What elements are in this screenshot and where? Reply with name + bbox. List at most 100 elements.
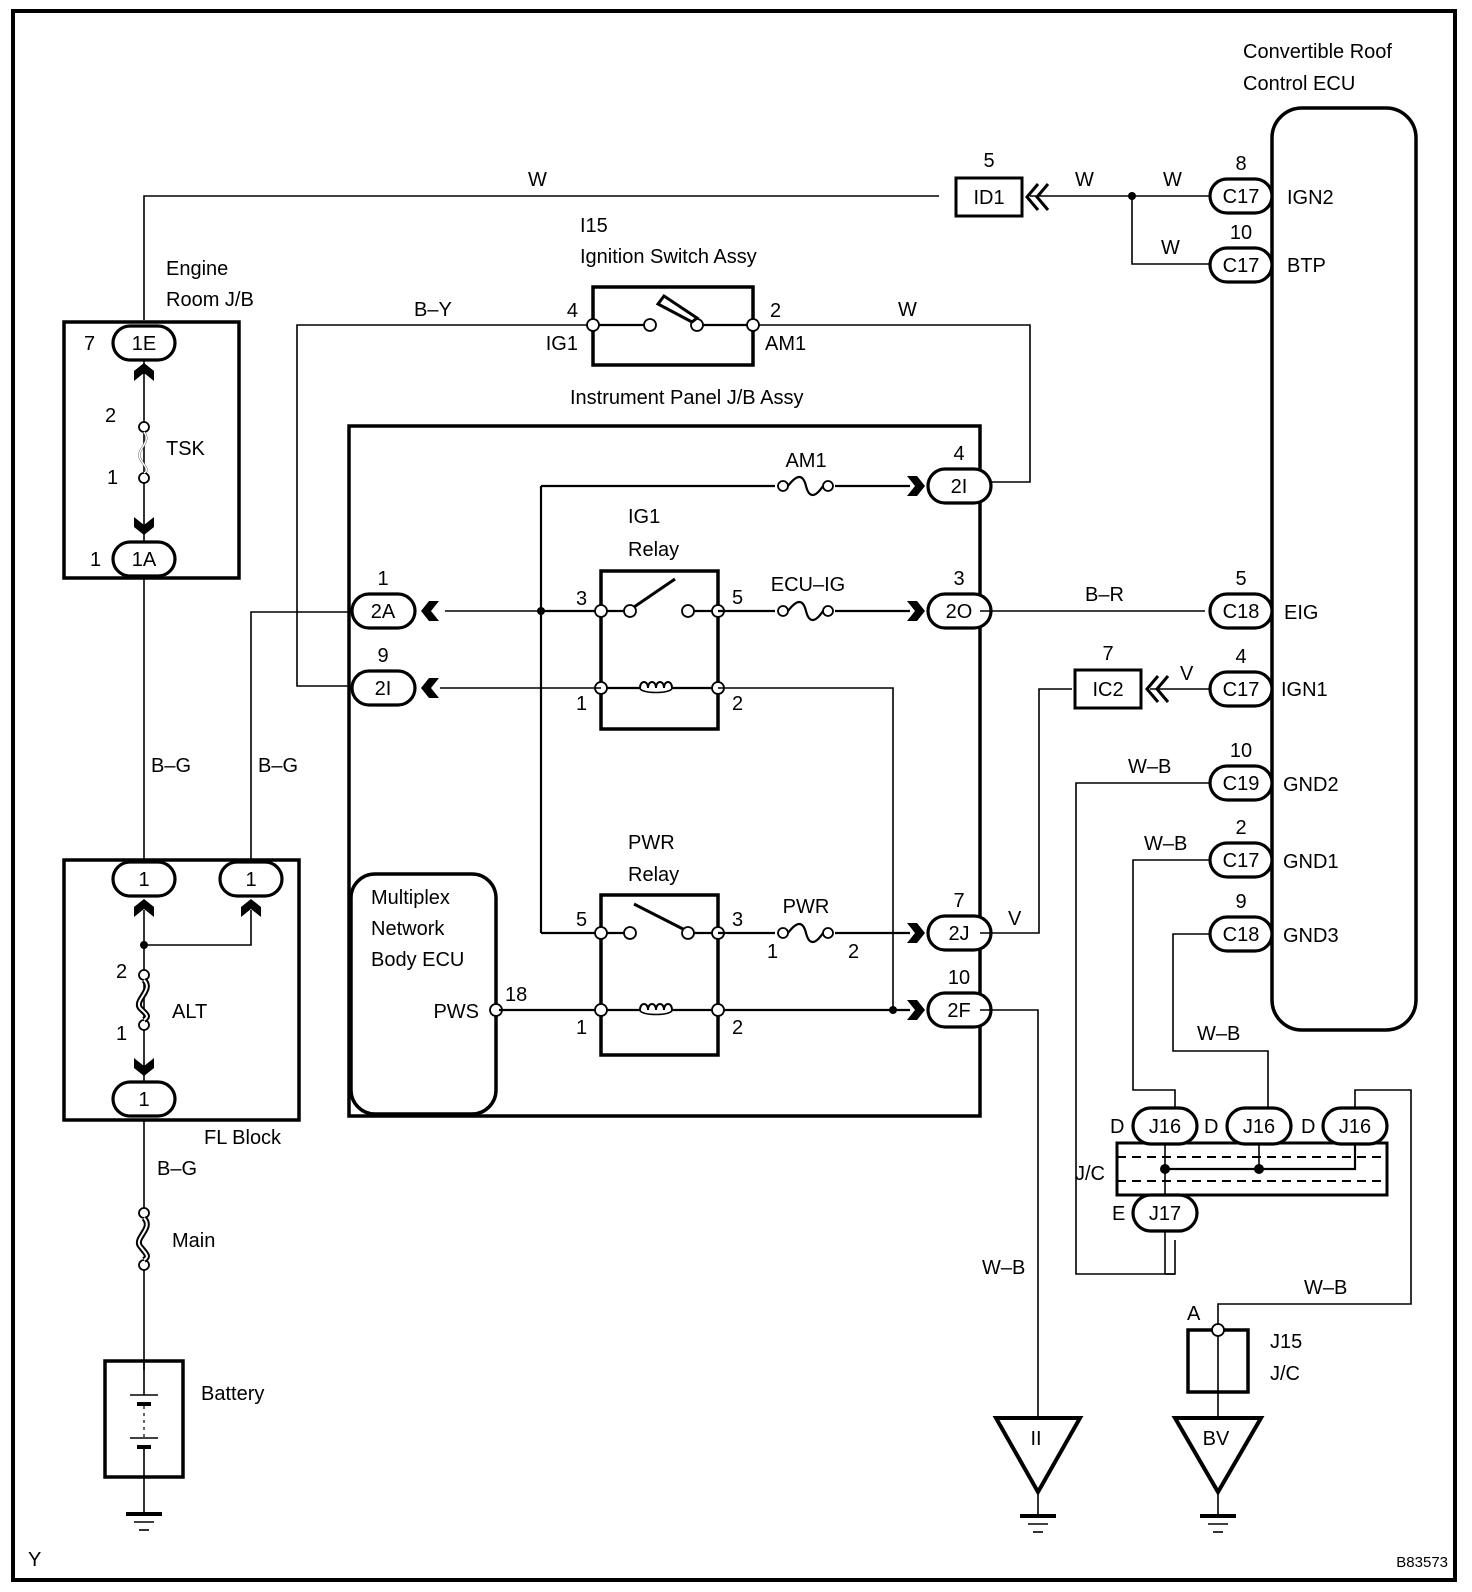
connector-id1-pin: 5 xyxy=(983,150,994,172)
diagram-frame xyxy=(11,9,1457,1582)
ecu-pin-gnd3-code: C18 xyxy=(1223,924,1260,946)
wire-color-label: W xyxy=(1163,169,1182,191)
connector-fl-top-left-code: 1 xyxy=(138,869,149,891)
connector-fl-bottom xyxy=(111,1080,177,1118)
multiplex-network-body-ecu: Multiplex Network Body ECU PWS 18 xyxy=(349,872,527,1116)
fuse-am1: AM1 xyxy=(775,450,835,497)
ecu-pin-ign1-num: 4 xyxy=(1235,646,1246,668)
ignition-switch: I15 Ignition Switch Assy 4 IG1 2 AM1 xyxy=(546,215,806,367)
diagram-id: B83573 xyxy=(1396,1554,1448,1571)
wire-color-label: B–G xyxy=(157,1158,197,1180)
wire-color-label: W–B xyxy=(1197,1023,1240,1045)
ecu-pin-btp: C17 10 BTP xyxy=(1208,222,1326,284)
engine-room-jb-label-2: Room J/B xyxy=(166,289,254,311)
fuse-main-label: Main xyxy=(172,1230,215,1252)
ig1-relay-pin-1: 1 xyxy=(576,693,587,715)
ecu-pin-eig-code: C18 xyxy=(1223,601,1260,623)
pwr-relay-pin-3: 3 xyxy=(732,909,743,931)
ground-point-bv: BV xyxy=(1171,1416,1265,1533)
multiplex-ecu-pin-pws: PWS xyxy=(433,1001,479,1023)
wire-color-label: W–B xyxy=(1128,756,1171,778)
ecu-pin-gnd2-signal: GND2 xyxy=(1283,774,1339,796)
wire-color-label: W–B xyxy=(1304,1277,1347,1299)
ecu-pin-gnd3-signal: GND3 xyxy=(1283,925,1339,947)
ecu-pin-ign2-num: 8 xyxy=(1235,153,1246,175)
connector-id1-code: ID1 xyxy=(973,187,1004,209)
wire-color-label: V xyxy=(1180,663,1194,685)
connector-2i-right-pin: 4 xyxy=(953,443,964,465)
wire-color-label: W xyxy=(1075,169,1094,191)
wire-color-label: W xyxy=(898,299,917,321)
connector-2o-code: 2O xyxy=(946,601,973,623)
ecu-pin-btp-num: 10 xyxy=(1230,222,1252,244)
fuse-ecu-ig-label: ECU–IG xyxy=(771,574,845,596)
ignition-switch-pin-2: 2 xyxy=(770,300,781,322)
connector-id1: ID1 5 xyxy=(954,150,1050,218)
ig1-relay-label-2: Relay xyxy=(628,539,679,561)
ecu-pin-eig-signal: EIG xyxy=(1284,602,1318,624)
connector-2a-pin: 1 xyxy=(377,568,388,590)
connector-2a-code: 2A xyxy=(371,601,396,623)
ignition-switch-code: I15 xyxy=(580,215,608,237)
connector-j16-b-pin: D xyxy=(1204,1116,1218,1138)
pwr-relay-label-2: Relay xyxy=(628,864,679,886)
connector-j17-code: J17 xyxy=(1149,1203,1181,1225)
connector-2i-left-code: 2I xyxy=(375,678,392,700)
connector-2o-pin: 3 xyxy=(953,568,964,590)
wire-color-label: B–R xyxy=(1085,584,1124,606)
connector-j16-a-pin: D xyxy=(1110,1116,1124,1138)
connector-2j-pin: 7 xyxy=(953,890,964,912)
fuse-pwr-label: PWR xyxy=(783,896,830,918)
fuse-pwr-pin-1: 1 xyxy=(767,941,778,963)
instrument-panel-jb: Instrument Panel J/B Assy AM1 2I 4 IG1 R… xyxy=(347,387,993,1118)
multiplex-ecu-pin-18: 18 xyxy=(505,984,527,1006)
ecu-pin-ign1-signal: IGN1 xyxy=(1281,679,1328,701)
connector-1a xyxy=(111,540,177,578)
wire-top-w: W xyxy=(143,169,939,320)
connector-2f-pin: 10 xyxy=(948,967,970,989)
wire-color-label: V xyxy=(1008,908,1022,930)
multiplex-ecu-label-1: Multiplex xyxy=(371,887,450,909)
ecu-pin-gnd1: C17 2 GND1 xyxy=(1208,817,1339,879)
connector-2i-right-code: 2I xyxy=(951,476,968,498)
ignition-switch-pin-4: 4 xyxy=(567,300,578,322)
ecu-pin-btp-code: C17 xyxy=(1223,255,1260,277)
connector-j16-b-code: J16 xyxy=(1243,1116,1275,1138)
ecu-pin-ign1-code: C17 xyxy=(1223,679,1260,701)
connector-2i-right xyxy=(926,467,993,505)
ecu-pin-gnd1-signal: GND1 xyxy=(1283,851,1339,873)
fuse-alt: ALT 2 1 xyxy=(116,961,207,1045)
pwr-relay-pin-1: 1 xyxy=(576,1017,587,1039)
connector-fl-top-right-code: 1 xyxy=(245,869,256,891)
jc-label: J/C xyxy=(1075,1163,1105,1185)
ig1-relay: IG1 Relay 3 5 1 2 xyxy=(541,506,743,731)
corner-mark: Y xyxy=(28,1549,41,1571)
ecu-pin-gnd2-num: 10 xyxy=(1230,740,1252,762)
ecu-pin-gnd3-num: 9 xyxy=(1235,891,1246,913)
ecu-pin-ign2-signal: IGN2 xyxy=(1287,187,1334,209)
convertible-roof-control-ecu: Convertible Roof Control ECU xyxy=(1243,41,1418,1032)
ecu-pin-gnd1-num: 2 xyxy=(1235,817,1246,839)
ignition-switch-pin-am1: AM1 xyxy=(765,333,806,355)
connector-fl-bottom-code: 1 xyxy=(138,1089,149,1111)
j15-pin-a: A xyxy=(1187,1303,1201,1325)
ecu-pin-btp-signal: BTP xyxy=(1287,255,1326,277)
fuse-tsk-label: TSK xyxy=(166,438,206,460)
j15-label-1: J15 xyxy=(1270,1331,1302,1353)
ig1-relay-label-1: IG1 xyxy=(628,506,660,528)
fuse-tsk-pin-bottom: 1 xyxy=(107,467,118,489)
fuse-alt-pin-bottom: 1 xyxy=(116,1023,127,1045)
ecu-pin-eig: C18 5 EIG xyxy=(1208,568,1318,630)
connector-2j-code: 2J xyxy=(948,923,969,945)
engine-room-jb-label-1: Engine xyxy=(166,258,228,280)
pwr-relay: PWR Relay 5 3 1 2 xyxy=(499,832,893,1057)
battery: Battery xyxy=(103,1359,264,1514)
ecu-pin-ign2-code: C17 xyxy=(1223,186,1260,208)
connector-j16-c-pin: D xyxy=(1301,1116,1315,1138)
connector-fl-top-right xyxy=(218,860,284,898)
ecu-pin-gnd1-code: C17 xyxy=(1223,850,1260,872)
ground-ii-label: II xyxy=(1030,1428,1041,1450)
wire-color-label: W–B xyxy=(1144,833,1187,855)
ground-bv-label: BV xyxy=(1203,1428,1230,1450)
ig1-relay-pin-3: 3 xyxy=(576,588,587,610)
